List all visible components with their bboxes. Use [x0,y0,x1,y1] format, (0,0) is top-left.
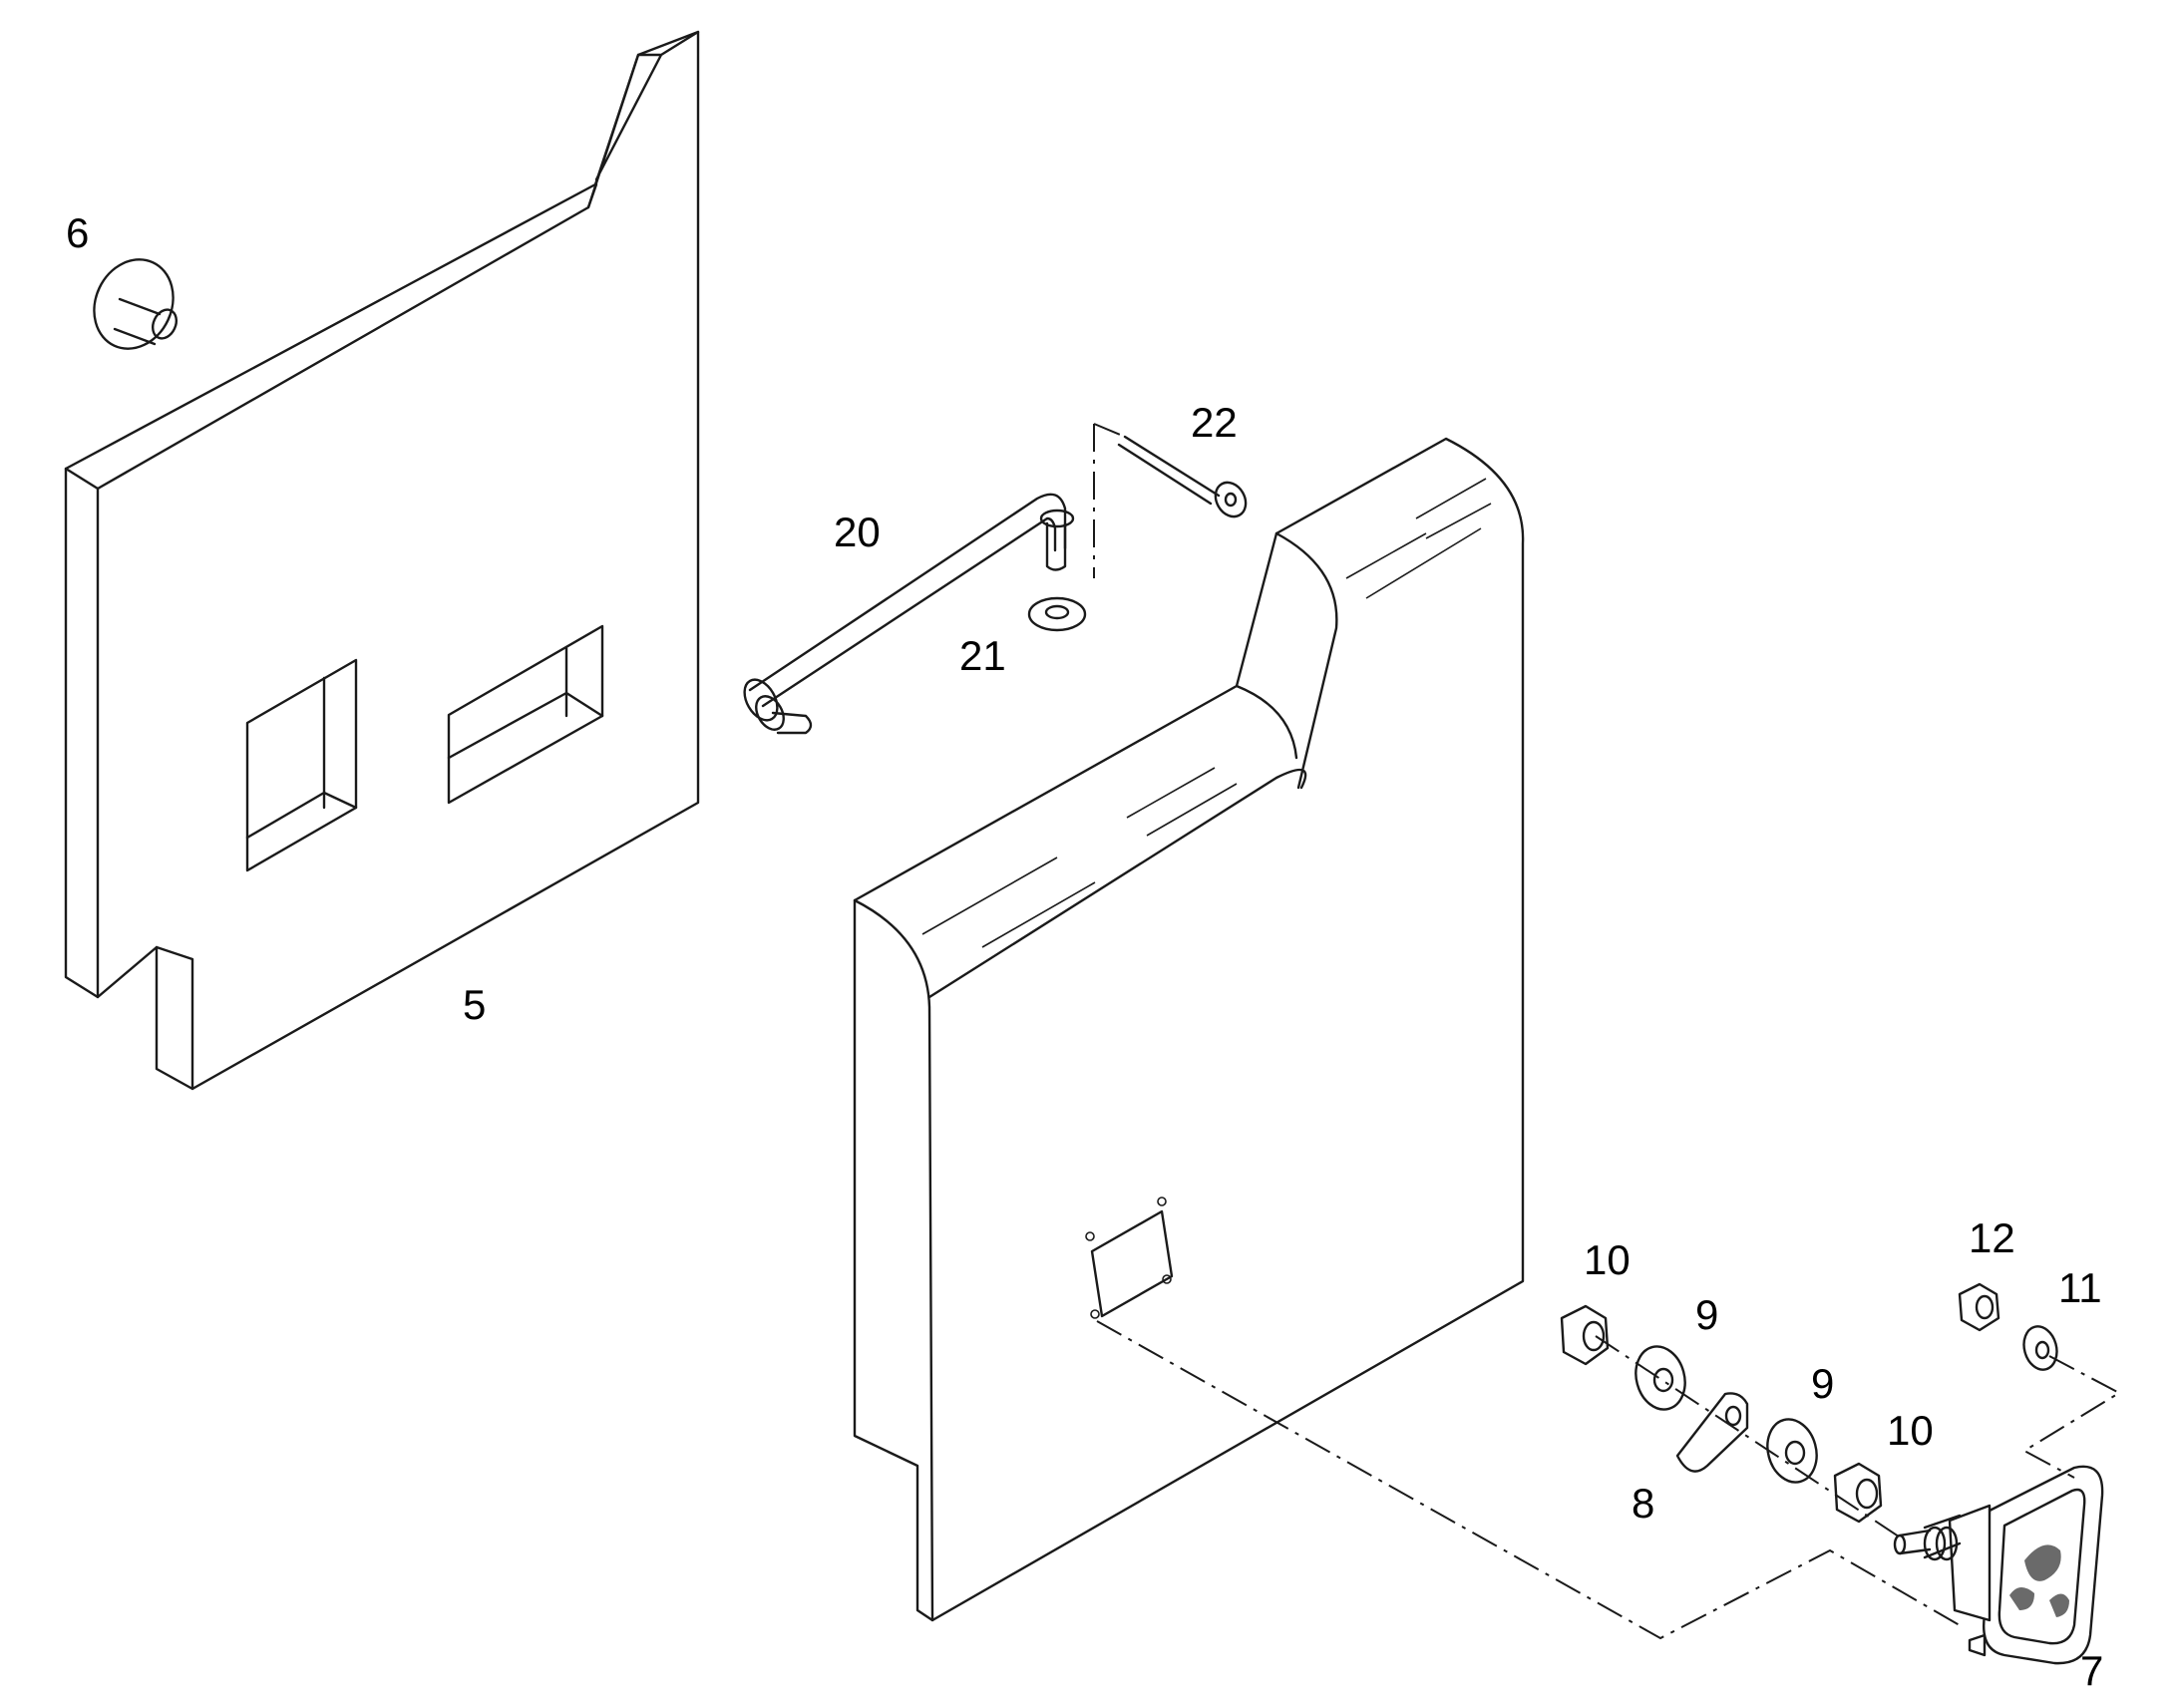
label-part-12: 12 [1969,1214,2015,1261]
label-part-21: 21 [959,632,1006,679]
label-part-7: 7 [2080,1647,2103,1694]
label-part-10-upper: 10 [1584,1236,1631,1283]
washer-part-9-upper [1635,1345,1686,1411]
panel-part-5 [64,30,700,1091]
lock-washer-part-11 [2022,1325,2058,1371]
washer-part-21 [1027,596,1087,632]
label-part-10-lower: 10 [1887,1407,1934,1454]
label-part-6: 6 [66,209,89,256]
label-part-8: 8 [1632,1480,1654,1527]
rod-part-20 [743,493,1075,735]
pin-part-22 [1117,435,1248,518]
door-cover-panel [853,437,1525,1622]
pin-leader-line [1093,423,1126,578]
label-part-9-lower: 9 [1811,1360,1834,1407]
washer-part-9-lower [1766,1418,1818,1484]
door-to-latch-line [1096,1320,1961,1640]
latch-handle-part-7 [1893,1465,2104,1665]
grommet-part-6 [93,258,179,350]
label-part-5: 5 [463,981,486,1028]
nut-part-10-upper [1560,1304,1610,1366]
label-part-22: 22 [1191,399,1238,446]
label-part-9-upper: 9 [1695,1291,1718,1338]
cam-lever-part-8 [1675,1392,1749,1473]
label-part-11: 11 [2058,1264,2102,1311]
nut-part-12 [1958,1282,2000,1332]
hardware-axis-line [1595,1335,1906,1541]
washer-to-latch-line [2021,1355,2122,1479]
nut-part-10-lower [1833,1462,1883,1524]
label-part-20: 20 [834,509,881,555]
